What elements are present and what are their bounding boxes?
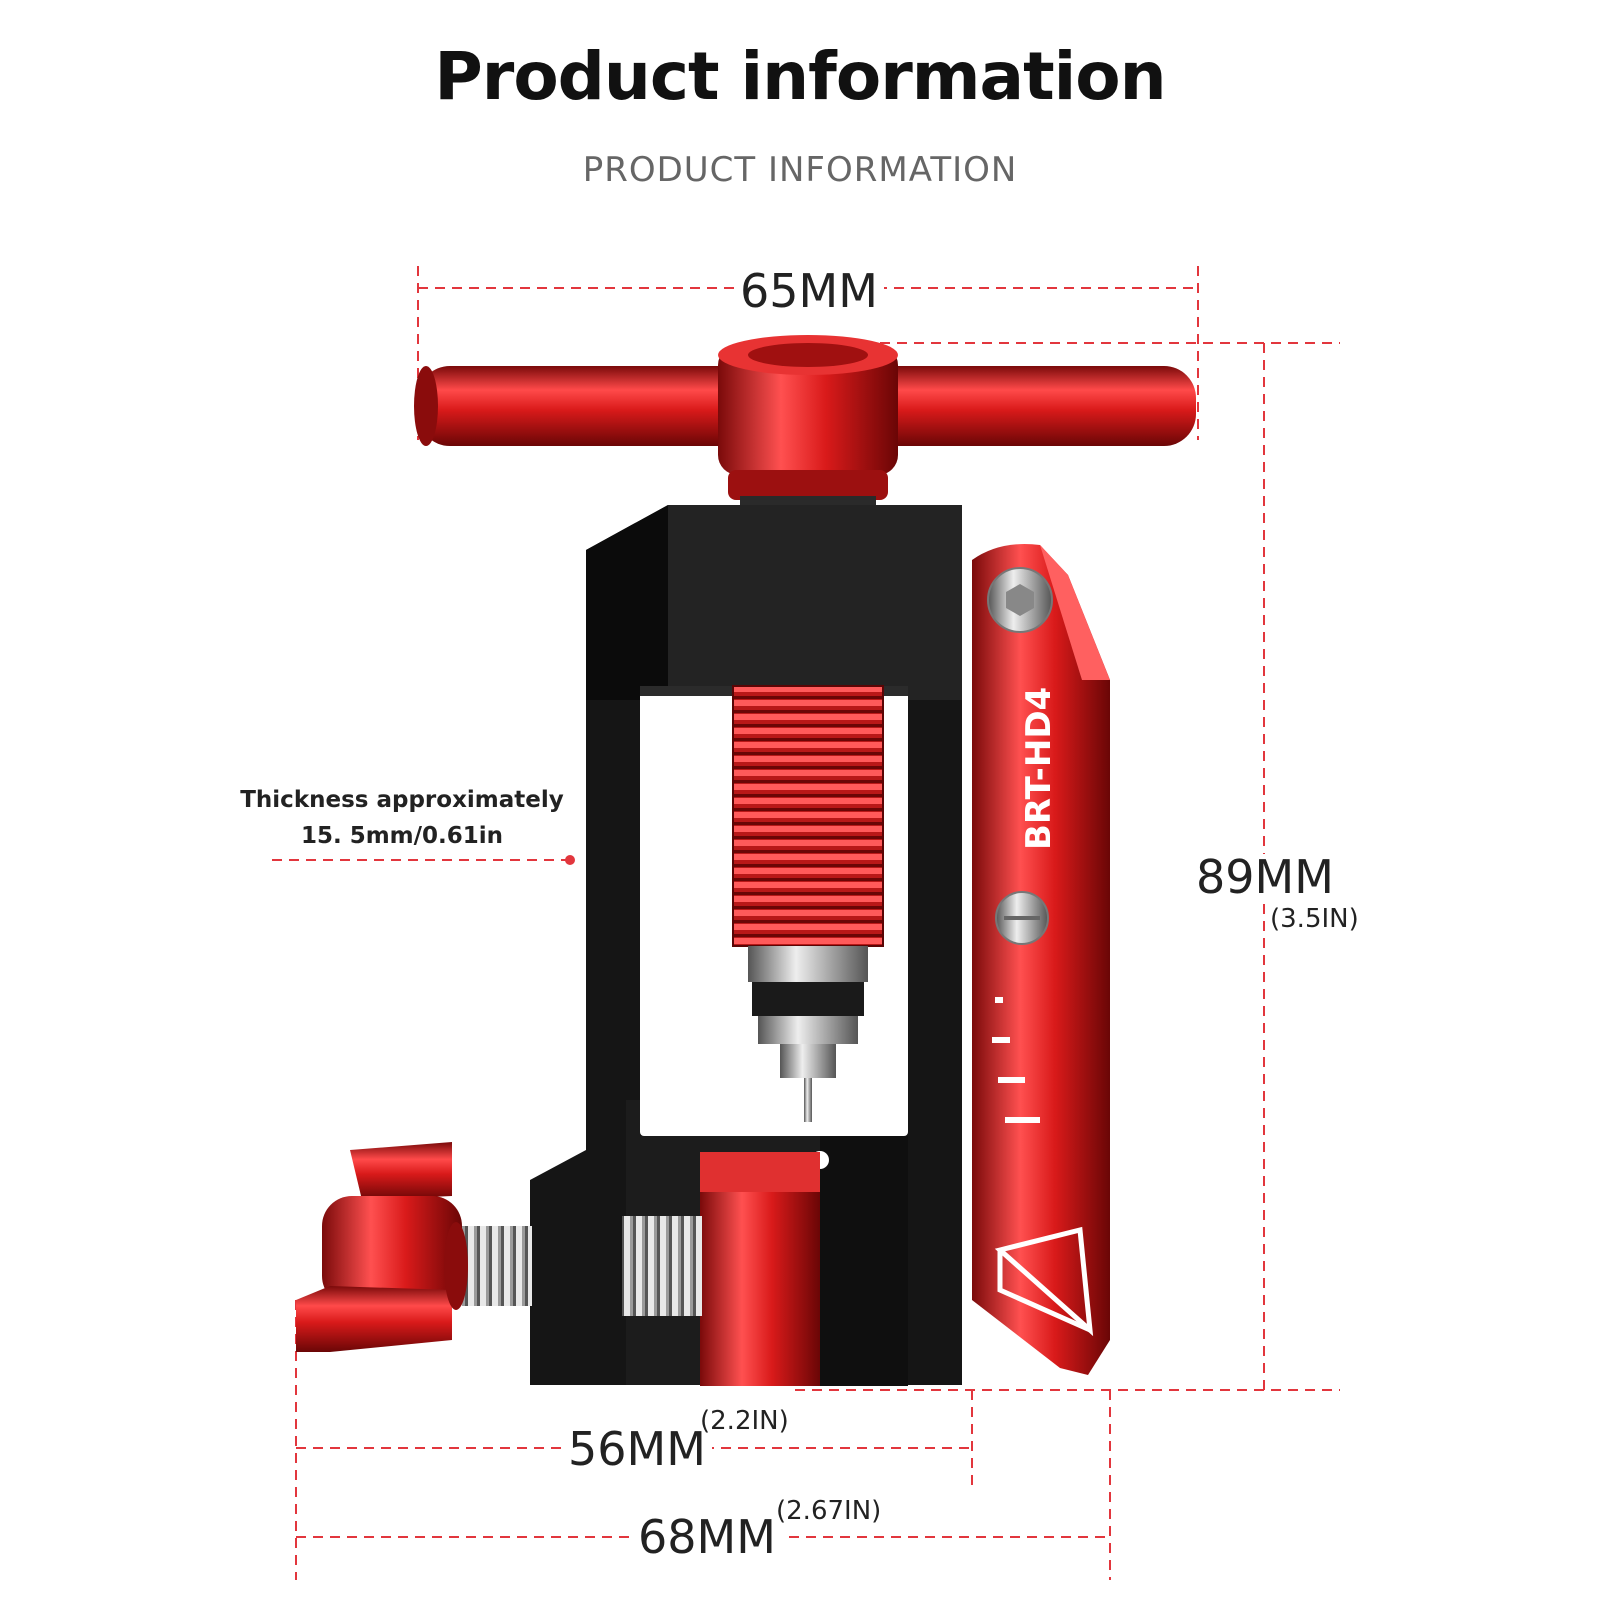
dim-height-label: 89MM bbox=[1190, 854, 1340, 900]
dim-height-inch-label: (3.5IN) bbox=[1270, 904, 1359, 934]
press-screw bbox=[732, 685, 884, 1122]
thickness-leader-dot bbox=[565, 855, 575, 865]
clamp-block bbox=[462, 1152, 820, 1386]
dim-width-top-label: 65MM bbox=[734, 268, 884, 314]
t-handle-hub bbox=[718, 345, 898, 475]
thickness-note: Thickness approximately 15. 5mm/0.61in bbox=[232, 782, 572, 854]
t-handle[interactable] bbox=[414, 335, 1196, 508]
side-lever[interactable]: BRT-HD4 bbox=[972, 544, 1110, 1375]
page-title: Product information bbox=[434, 38, 1166, 115]
dim-base-width-inch-label: (2.2IN) bbox=[700, 1406, 789, 1436]
wing-knob[interactable] bbox=[296, 1142, 468, 1352]
dim-total-width-inch-label: (2.67IN) bbox=[776, 1496, 882, 1526]
dim-total-width-label: 68MM bbox=[632, 1514, 782, 1560]
thickness-line1: Thickness approximately bbox=[240, 787, 564, 813]
thickness-line2: 15. 5mm/0.61in bbox=[300, 823, 504, 849]
page-subtitle: PRODUCT INFORMATION bbox=[582, 150, 1018, 190]
dim-base-width-label: 56MM bbox=[562, 1426, 712, 1472]
model-label: BRT-HD4 bbox=[1019, 687, 1059, 850]
